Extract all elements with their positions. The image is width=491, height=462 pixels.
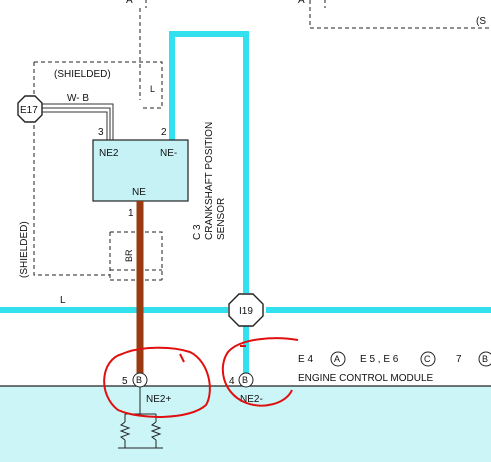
sensor-pin-3: 3 bbox=[98, 127, 104, 138]
top-right-dashed-box bbox=[309, 0, 491, 29]
ecm-header-e4: E 4 bbox=[298, 354, 313, 365]
sensor-terminal-neminus: NE- bbox=[160, 148, 177, 159]
resistor-left-icon bbox=[119, 421, 131, 441]
wire-cyan-top bbox=[169, 31, 249, 293]
wire-wb bbox=[42, 103, 114, 140]
top-marker-right: A bbox=[298, 0, 305, 6]
ecm-pin-4-circle bbox=[238, 372, 254, 388]
ecm-pin-ne2minus-label: NE2- bbox=[240, 394, 263, 405]
shield-enclosure bbox=[33, 61, 163, 276]
ecm-pin-5-number: 5 bbox=[122, 376, 128, 387]
annotation-circle-ne2minus bbox=[221, 337, 299, 407]
sensor-name-line2: SENSOR bbox=[216, 198, 227, 240]
wire-wb-2 bbox=[42, 107, 111, 140]
sensor-name-line1: CRANKSHAFT POSITION bbox=[204, 122, 215, 240]
wire-label-br: BR bbox=[124, 249, 134, 262]
ecm-header-c: C bbox=[424, 354, 431, 364]
connector-e17-label: E17 bbox=[20, 105, 38, 116]
ecm-connector-b-circle bbox=[478, 351, 491, 367]
connector-i19-label: I19 bbox=[239, 306, 253, 317]
ecm-pin-ne2plus-label: NE2+ bbox=[146, 394, 171, 405]
ecm-pin-4-letter: B bbox=[242, 375, 248, 385]
ecm-connector-c-circle bbox=[420, 351, 436, 367]
wire-wb-3 bbox=[42, 111, 108, 140]
ecm-header-a: A bbox=[334, 354, 340, 364]
annotation-circle-ne2plus bbox=[103, 346, 211, 418]
sensor-pin-1: 1 bbox=[128, 208, 134, 219]
connector-e17 bbox=[17, 95, 43, 123]
br-shield-dashed bbox=[109, 231, 163, 280]
ecm-header-b: B bbox=[482, 354, 488, 364]
ecm-pin-5-letter: B bbox=[136, 375, 142, 385]
shielded-label-top: (SHIELDED) bbox=[54, 69, 111, 80]
connector-i19 bbox=[228, 293, 264, 327]
ecm-header-seven: 7 bbox=[456, 354, 462, 365]
sensor-code: C 3 bbox=[192, 224, 203, 240]
sensor-terminal-ne2: NE2 bbox=[99, 148, 119, 159]
sensor-terminal-ne: NE bbox=[132, 187, 146, 198]
wire-label-l-horizontal: L bbox=[60, 295, 66, 306]
top-marker-left: A bbox=[126, 0, 133, 6]
wire-label-l-top: L bbox=[150, 84, 155, 94]
top-right-box-label: (S bbox=[476, 16, 486, 27]
ecm-connector-a-circle bbox=[330, 351, 346, 367]
ecm-block bbox=[0, 386, 491, 462]
ecm-pin-4-number: 4 bbox=[229, 376, 235, 387]
resistor-right-icon bbox=[150, 421, 162, 441]
shielded-label-left: (SHIELDED) bbox=[19, 221, 30, 278]
ecm-header-e5e6: E 5 , E 6 bbox=[360, 354, 399, 365]
ecm-title: ENGINE CONTROL MODULE bbox=[298, 373, 434, 384]
ecm-internal-circuit bbox=[118, 387, 163, 449]
wire-label-wb: W- B bbox=[67, 93, 89, 104]
sensor-pin-2: 2 bbox=[161, 127, 167, 138]
